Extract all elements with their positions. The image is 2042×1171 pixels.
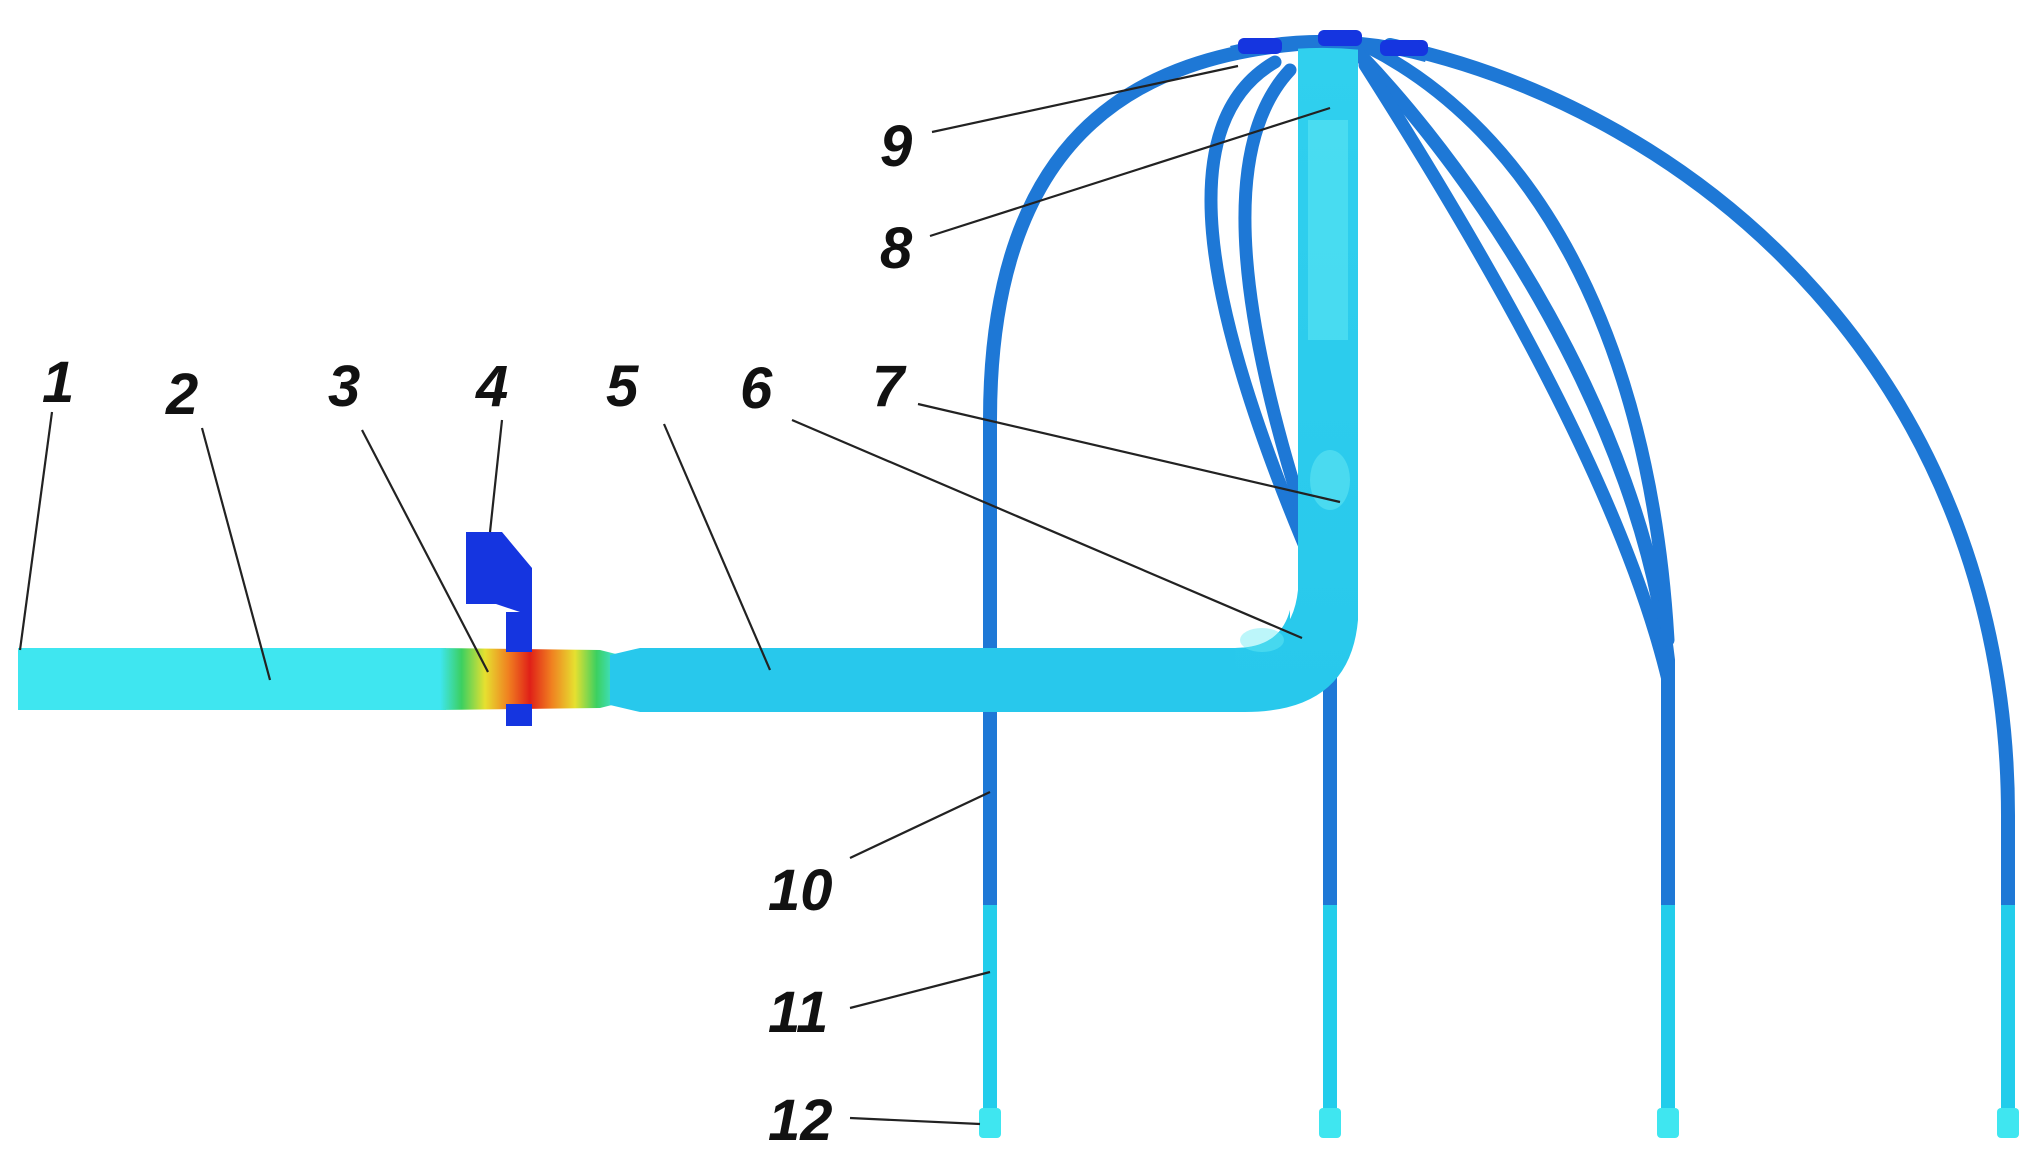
- leader-line-1: [18, 411, 54, 651]
- outlet-nozzle: [1997, 1108, 2019, 1138]
- callout-label-12: 12: [768, 1088, 833, 1153]
- manifold-dark-band: [1238, 38, 1282, 54]
- riser-core: [1308, 120, 1348, 340]
- callout-label-7: 7: [872, 354, 907, 419]
- outlet-nozzle: [1319, 1108, 1341, 1138]
- callout-label-5: 5: [606, 354, 639, 419]
- top-manifold: [1230, 30, 1430, 62]
- downstream-pipe: [610, 610, 1330, 712]
- branch-tubes: [983, 35, 2016, 912]
- branch-tube-right-outer: [1383, 38, 2016, 912]
- orifice-plate-stem: [506, 612, 520, 652]
- leader-line-3: [361, 429, 489, 673]
- leader-lines: [18, 64, 1341, 1126]
- leader-line-6: [791, 418, 1303, 640]
- callout-label-6: 6: [740, 356, 773, 421]
- leader-line-12: [849, 1116, 981, 1126]
- orifice-plate-lower: [506, 704, 532, 726]
- leader-line-8: [929, 106, 1331, 238]
- leader-line-11: [849, 970, 991, 1010]
- riser-spot: [1310, 450, 1350, 510]
- callout-label-10: 10: [768, 858, 833, 923]
- leader-line-2: [200, 427, 272, 681]
- callout-label-8: 8: [880, 216, 913, 281]
- leader-line-4: [488, 419, 504, 533]
- callout-label-1: 1: [42, 350, 74, 415]
- leader-line-5: [662, 423, 772, 671]
- outlet-nozzle: [1657, 1108, 1679, 1138]
- leader-line-10: [849, 791, 991, 859]
- callout-label-11: 11: [768, 980, 828, 1045]
- leader-line-9: [931, 64, 1239, 134]
- orifice-jet: [440, 648, 620, 710]
- branch-tube-right-inner-3: [1363, 41, 1675, 647]
- orifice-plate-upper: [466, 532, 532, 652]
- callout-label-9: 9: [880, 114, 912, 179]
- branch-tube-left-inner-2: [1238, 63, 1325, 567]
- outlet-nozzle: [979, 1108, 1001, 1138]
- branch-tube-left-inner-1: [1204, 55, 1322, 577]
- callout-label-4: 4: [475, 354, 508, 419]
- manifold-dark-band: [1318, 30, 1362, 46]
- orifice-plate: [466, 532, 532, 726]
- main-pipe: [18, 40, 1358, 712]
- branch-tube-right-inner-1: [1353, 48, 1675, 912]
- inlet-pipe: [18, 648, 446, 710]
- leader-line-7: [917, 402, 1341, 504]
- elbow-spot: [1240, 628, 1284, 652]
- branch-tube-right-inner-2: [1358, 58, 1675, 687]
- callout-label-3: 3: [328, 354, 360, 419]
- callout-labels: 1 2 3 4 5 6 7 8 9 10 11 12: [42, 114, 913, 1153]
- callout-label-2: 2: [165, 362, 198, 427]
- tube-outlets: [979, 905, 2019, 1138]
- manifold-dark-band: [1380, 40, 1428, 56]
